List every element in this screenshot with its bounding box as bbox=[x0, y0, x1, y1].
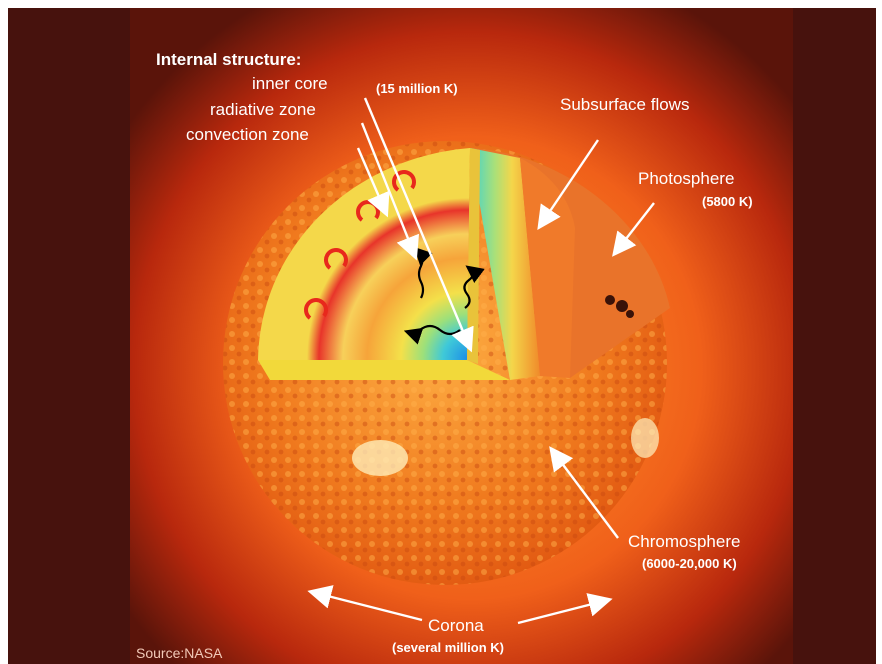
photon-paths bbox=[403, 246, 485, 345]
cutaway-wedge bbox=[258, 148, 470, 360]
bright-region bbox=[631, 418, 659, 458]
label-corona-temp: (several million K) bbox=[392, 640, 504, 655]
sunspots bbox=[605, 295, 634, 318]
label-subsurface-flows: Subsurface flows bbox=[560, 95, 690, 114]
sun-diagram: Internal structure: inner core (15 milli… bbox=[130, 8, 793, 664]
label-radiative-zone: radiative zone bbox=[210, 100, 316, 119]
label-corona: Corona bbox=[428, 616, 484, 635]
label-chromosphere-temp: (6000-20,000 K) bbox=[642, 556, 737, 571]
label-heading: Internal structure: bbox=[156, 50, 302, 69]
label-photosphere-temp: (5800 K) bbox=[702, 194, 753, 209]
bright-region bbox=[352, 440, 408, 476]
cutaway-edge bbox=[467, 148, 480, 364]
label-arrows bbox=[307, 97, 655, 625]
source-credit: Source:NASA bbox=[136, 645, 223, 661]
convection-loops bbox=[304, 170, 416, 320]
label-inner-core: inner core bbox=[252, 74, 328, 93]
label-photosphere: Photosphere bbox=[638, 169, 735, 188]
label-core-temp: (15 million K) bbox=[376, 81, 458, 96]
label-convection-zone: convection zone bbox=[186, 125, 309, 144]
cutaway-floor bbox=[258, 360, 510, 380]
label-chromosphere: Chromosphere bbox=[628, 532, 741, 551]
sun-illustration bbox=[130, 8, 793, 664]
cutaway-outer-layer bbox=[520, 158, 575, 378]
cutaway-slice-right bbox=[470, 148, 540, 380]
image-frame: Internal structure: inner core (15 milli… bbox=[8, 8, 876, 664]
